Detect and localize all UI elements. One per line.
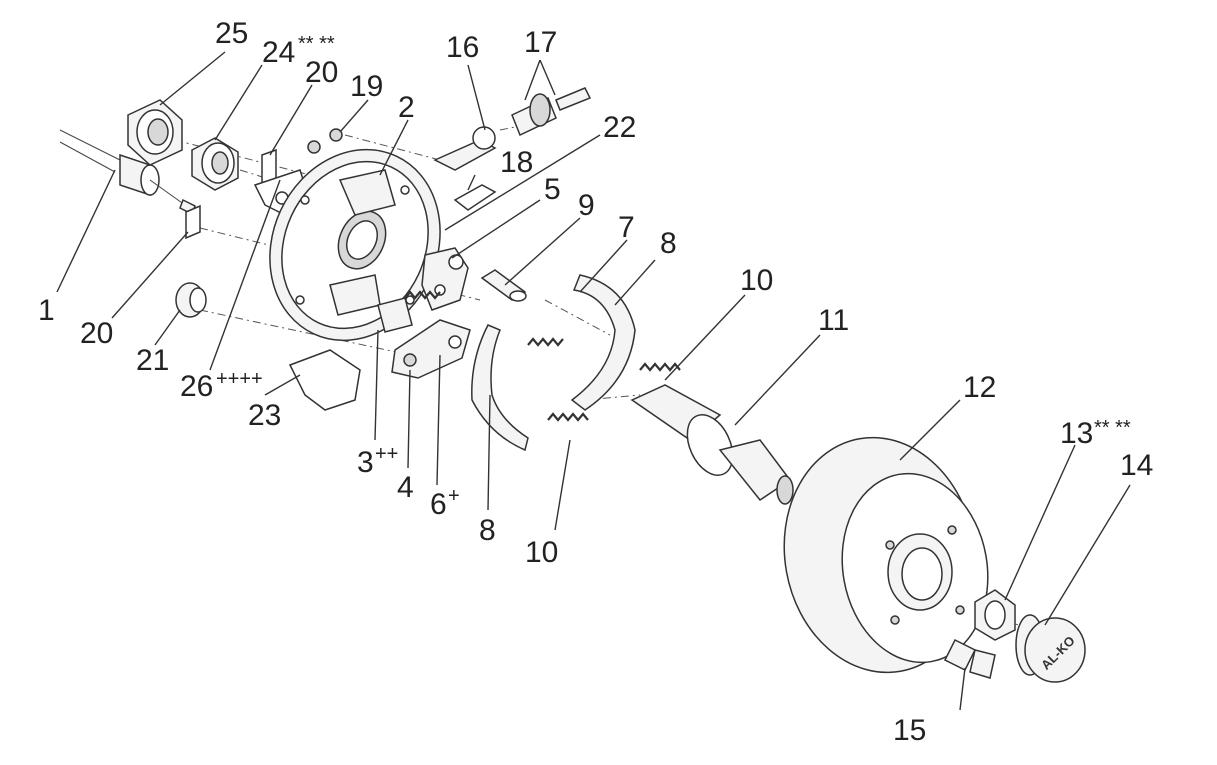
label-9: 9 bbox=[578, 189, 595, 222]
label-17: 17 bbox=[524, 26, 557, 59]
part-labels: 25 24 ** ** 20 19 2 16 17 22 18 5 9 7 8 … bbox=[38, 17, 1153, 747]
cam-16 bbox=[433, 126, 497, 171]
label-10-top: 10 bbox=[740, 264, 773, 297]
label-19: 19 bbox=[350, 70, 383, 103]
label-23: 23 bbox=[248, 399, 281, 432]
cap-14: AL-KO bbox=[1015, 614, 1086, 683]
label-3-sup: ++ bbox=[375, 443, 398, 465]
bracket-3 bbox=[377, 297, 413, 333]
shield-23 bbox=[288, 349, 361, 411]
stub-axle-11 bbox=[630, 384, 794, 505]
nut-24 bbox=[191, 137, 239, 191]
pin-9 bbox=[480, 269, 527, 302]
label-11: 11 bbox=[818, 304, 849, 337]
label-24-sup: ** ** bbox=[298, 33, 335, 55]
label-20-top: 20 bbox=[305, 56, 338, 89]
bracket-20-bottom bbox=[185, 204, 201, 240]
bearing-25 bbox=[127, 99, 183, 166]
label-10-bottom: 10 bbox=[525, 536, 558, 569]
label-2: 2 bbox=[398, 91, 415, 124]
label-13: 13 bbox=[1060, 417, 1093, 450]
bolt-15 bbox=[943, 638, 996, 679]
bearing-21 bbox=[175, 282, 207, 318]
leader-lines bbox=[56, 51, 1131, 711]
nut-13 bbox=[974, 589, 1016, 641]
label-12: 12 bbox=[963, 371, 996, 404]
spring-10-upper bbox=[639, 362, 681, 372]
label-6: 6 bbox=[430, 488, 447, 521]
expander-6 bbox=[391, 319, 471, 379]
label-13-sup: ** ** bbox=[1094, 417, 1131, 439]
gear-17 bbox=[511, 87, 592, 137]
label-26-sup: ++++ bbox=[216, 368, 263, 390]
shoe-8-left bbox=[471, 324, 529, 452]
label-14: 14 bbox=[1120, 449, 1153, 482]
brake-drum-12 bbox=[783, 436, 989, 674]
label-3: 3 bbox=[357, 446, 374, 479]
label-7: 7 bbox=[618, 211, 635, 244]
label-15: 15 bbox=[893, 714, 926, 747]
shoe-8-right bbox=[570, 274, 636, 411]
label-5: 5 bbox=[544, 173, 561, 206]
nuts-19 bbox=[307, 128, 343, 154]
spring-7 bbox=[527, 337, 564, 347]
label-8-top: 8 bbox=[660, 227, 677, 260]
label-1: 1 bbox=[38, 294, 55, 327]
label-6-sup: + bbox=[448, 485, 460, 507]
label-21: 21 bbox=[136, 344, 169, 377]
label-18: 18 bbox=[500, 146, 533, 179]
label-8-bottom: 8 bbox=[479, 514, 496, 547]
spring-10-lower bbox=[547, 412, 589, 422]
label-26: 26 bbox=[180, 370, 213, 403]
label-20-bottom: 20 bbox=[80, 317, 113, 350]
spring-plate bbox=[404, 290, 441, 300]
lever-5 bbox=[421, 247, 469, 311]
label-24: 24 bbox=[262, 36, 295, 69]
label-4: 4 bbox=[397, 471, 414, 504]
back-plate-2 bbox=[269, 148, 441, 342]
lever-18 bbox=[453, 184, 497, 211]
label-25: 25 bbox=[215, 17, 248, 50]
label-16: 16 bbox=[446, 31, 479, 64]
label-22: 22 bbox=[603, 111, 636, 144]
